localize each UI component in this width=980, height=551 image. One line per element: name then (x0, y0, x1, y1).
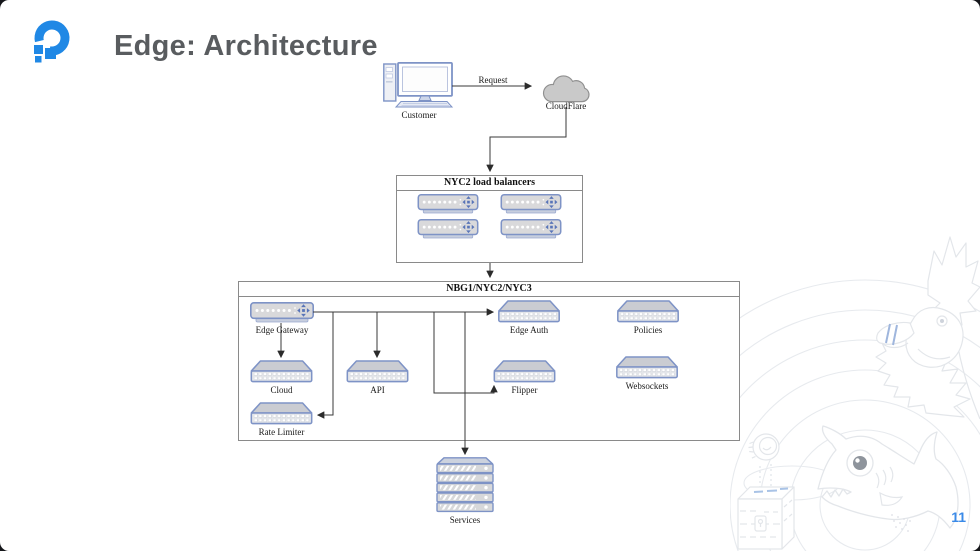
node-cloud: Cloud (249, 360, 314, 395)
coin-icon (748, 433, 780, 461)
node-edge-gateway: Edge Gateway (250, 302, 314, 335)
node-label: CloudFlare (545, 101, 587, 111)
switch-icon (345, 360, 410, 383)
switch-icon (492, 360, 557, 383)
node-load-balancer-3 (417, 219, 479, 239)
switch-icon (249, 402, 314, 425)
desktop-computer-icon (383, 62, 455, 108)
node-load-balancer-2 (500, 194, 562, 214)
node-websockets: Websockets (615, 356, 679, 391)
switch-icon (249, 360, 314, 383)
node-label: API (370, 385, 385, 395)
underwater-illustration (730, 236, 980, 551)
node-cloudflare: CloudFlare (538, 71, 594, 111)
nbg-box-title: NBG1/NYC2/NYC3 (239, 282, 739, 297)
toucan-icon (876, 306, 964, 368)
digitalocean-logo-icon (34, 20, 70, 63)
node-label: Edge Gateway (255, 325, 309, 335)
treasure-chest-icon (737, 486, 795, 550)
page-title: Edge: Architecture (114, 30, 378, 62)
nyc2-box-title: NYC2 load balancers (397, 176, 582, 191)
page-number: 11 (951, 509, 966, 525)
connector-cloudflare-nyc2 (486, 107, 567, 173)
switch-icon (616, 300, 680, 323)
load-balancer-icon (500, 194, 562, 214)
node-label: Websockets (625, 381, 669, 391)
switch-icon (497, 300, 561, 323)
load-balancer-icon (500, 219, 562, 239)
node-label: Policies (633, 325, 663, 335)
request-edge-label: Request (478, 75, 508, 85)
node-load-balancer-1 (417, 194, 479, 214)
server-stack-icon (436, 457, 494, 513)
node-load-balancer-4 (500, 219, 562, 239)
load-balancer-icon (417, 194, 479, 214)
node-edge-auth: Edge Auth (497, 300, 561, 335)
switch-icon (615, 356, 679, 379)
node-customer: Customer (383, 62, 455, 120)
shark-icon (817, 425, 959, 532)
node-flipper: Flipper (492, 360, 557, 395)
load-balancer-icon (250, 302, 314, 323)
node-label: Rate Limiter (258, 427, 305, 437)
node-policies: Policies (616, 300, 680, 335)
node-label: Customer (401, 110, 437, 120)
dotted-trail (759, 464, 772, 488)
node-label: Flipper (511, 385, 538, 395)
node-label: Edge Auth (509, 325, 549, 335)
node-services: Services (436, 457, 494, 525)
node-label: Services (449, 515, 481, 525)
node-label: Cloud (270, 385, 293, 395)
node-rate-limiter: Rate Limiter (249, 402, 314, 437)
node-api: API (345, 360, 410, 395)
load-balancer-icon (417, 219, 479, 239)
